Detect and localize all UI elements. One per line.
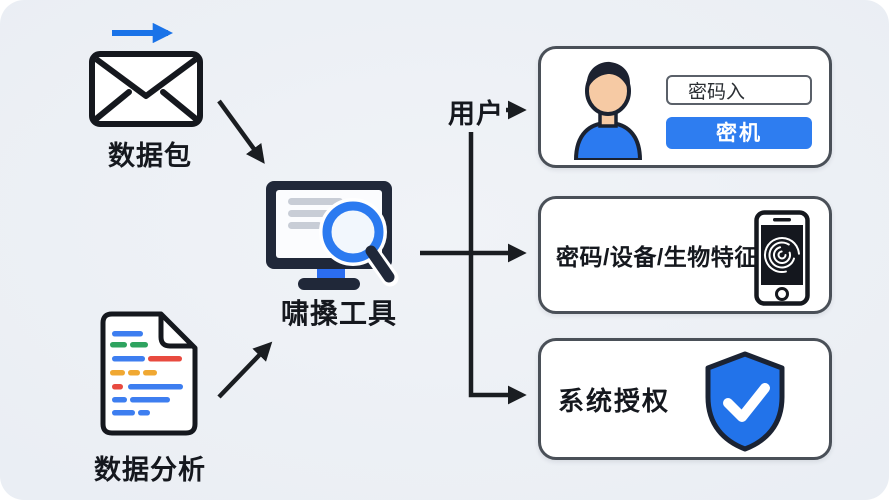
envelope-icon — [89, 51, 203, 127]
shield-check-icon — [705, 351, 785, 452]
data-analysis-node — [95, 310, 201, 438]
factors-box: 密码/设备/生物特征 — [538, 196, 832, 314]
authorize-label: 系统授权 — [558, 385, 671, 416]
password-input[interactable] — [666, 75, 812, 105]
login-box: 密机 — [538, 46, 832, 168]
arrow-analysis-to-tool — [217, 341, 273, 399]
data-packet-label: 数据包 — [108, 141, 192, 171]
login-button[interactable]: 密机 — [666, 117, 812, 149]
authorize-box: 系统授权 — [538, 338, 832, 460]
sniffer-tool-node — [262, 178, 402, 298]
arrow-packet-to-tool — [217, 99, 265, 164]
fingerprint-glyph — [764, 237, 800, 273]
user-label: 用户 — [448, 99, 504, 129]
branch-line-to-authorize — [468, 132, 527, 405]
user-avatar — [574, 61, 642, 160]
document-code-icon — [100, 311, 198, 436]
phone-fingerprint-icon — [754, 210, 810, 306]
sniffer-tool-label: 啸搡工具 — [280, 298, 397, 329]
factors-label: 密码/设备/生物特征 — [556, 244, 758, 270]
code-lines — [110, 331, 183, 416]
magnifier-glass — [319, 198, 399, 287]
monitor-magnifier-icon — [266, 181, 399, 290]
data-analysis-label: 数据分析 — [94, 455, 206, 485]
data-packet-node — [88, 50, 204, 128]
